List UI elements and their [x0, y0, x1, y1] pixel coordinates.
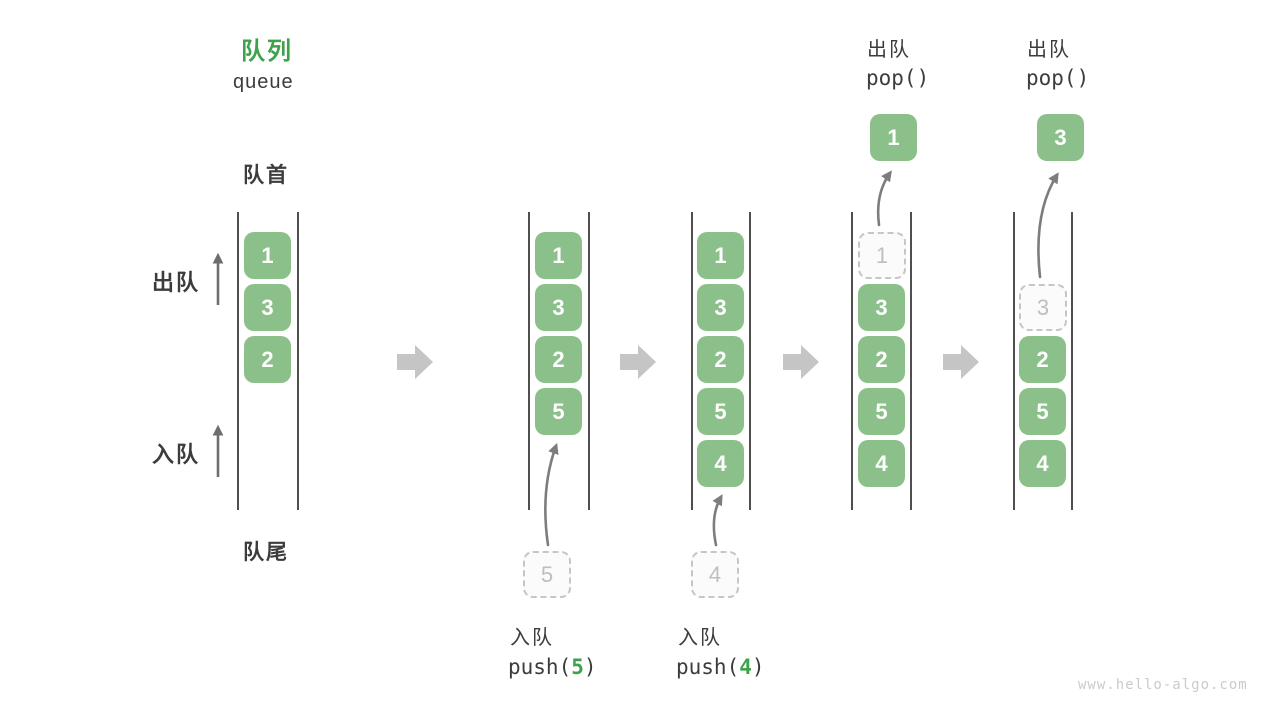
pop-first-label: 出队 — [867, 39, 911, 61]
queue-cell: 5 — [858, 388, 905, 435]
removed-element-ghost: 3 — [1019, 284, 1067, 331]
queue-cell: 3 — [535, 284, 582, 331]
queue-wall — [691, 212, 693, 510]
push4-code: push(4) — [676, 655, 765, 679]
push4-arrow-icon — [712, 494, 723, 547]
pop-first-arrow-icon — [876, 170, 892, 227]
push5-close: ) — [583, 655, 597, 679]
queue-cell: 5 — [1019, 388, 1066, 435]
queue-wall — [237, 212, 239, 510]
queue-cell: 3 — [858, 284, 905, 331]
queue-cell: 5 — [535, 388, 582, 435]
queue-wall — [297, 212, 299, 510]
watermark: www.hello-algo.com — [1078, 677, 1248, 693]
transition-arrow-icon — [620, 345, 656, 379]
label-enqueue: 入队 — [152, 442, 201, 467]
popped-element-cell: 3 — [1037, 114, 1084, 161]
queue-cell: 1 — [697, 232, 744, 279]
queue-wall — [749, 212, 751, 510]
push5-code: push(5) — [508, 655, 597, 679]
pop-second-label: 出队 — [1027, 39, 1071, 61]
queue-cell: 2 — [858, 336, 905, 383]
queue-cell: 5 — [697, 388, 744, 435]
pop-second-arrow-icon — [1037, 172, 1059, 279]
pop-second-code: pop() — [1026, 66, 1090, 90]
queue-wall — [910, 212, 912, 510]
push4-label: 入队 — [678, 627, 722, 649]
queue-cell: 2 — [244, 336, 291, 383]
queue-wall — [528, 212, 530, 510]
pop-first-code: pop() — [866, 66, 930, 90]
incoming-element-ghost: 5 — [523, 551, 571, 598]
push4-arg: 4 — [739, 655, 752, 679]
push5-fn: push( — [508, 655, 572, 679]
removed-element-ghost: 1 — [858, 232, 906, 279]
transition-arrow-icon — [943, 345, 979, 379]
push5-label: 入队 — [510, 627, 554, 649]
queue-wall — [1071, 212, 1073, 510]
queue-cell: 3 — [244, 284, 291, 331]
push4-close: ) — [751, 655, 765, 679]
queue-cell: 1 — [535, 232, 582, 279]
label-queue-rear: 队尾 — [243, 541, 289, 564]
diagram-title-en: queue — [233, 71, 294, 93]
queue-cell: 4 — [858, 440, 905, 487]
popped-element-cell: 1 — [870, 114, 917, 161]
queue-cell: 4 — [1019, 440, 1066, 487]
queue-cell: 2 — [1019, 336, 1066, 383]
queue-cell: 4 — [697, 440, 744, 487]
transition-arrow-icon — [783, 345, 819, 379]
queue-wall — [851, 212, 853, 510]
push5-arg: 5 — [571, 655, 584, 679]
label-queue-front: 队首 — [243, 164, 289, 187]
queue-wall — [588, 212, 590, 510]
queue-cell: 3 — [697, 284, 744, 331]
queue-cell: 2 — [535, 336, 582, 383]
queue-cell: 1 — [244, 232, 291, 279]
diagram-title-zh: 队列 — [241, 38, 293, 65]
push4-fn: push( — [676, 655, 740, 679]
incoming-element-ghost: 4 — [691, 551, 739, 598]
queue-cell: 2 — [697, 336, 744, 383]
queue-wall — [1013, 212, 1015, 510]
transition-arrow-icon — [397, 345, 433, 379]
label-dequeue: 出队 — [152, 270, 201, 295]
push5-arrow-icon — [544, 442, 559, 547]
